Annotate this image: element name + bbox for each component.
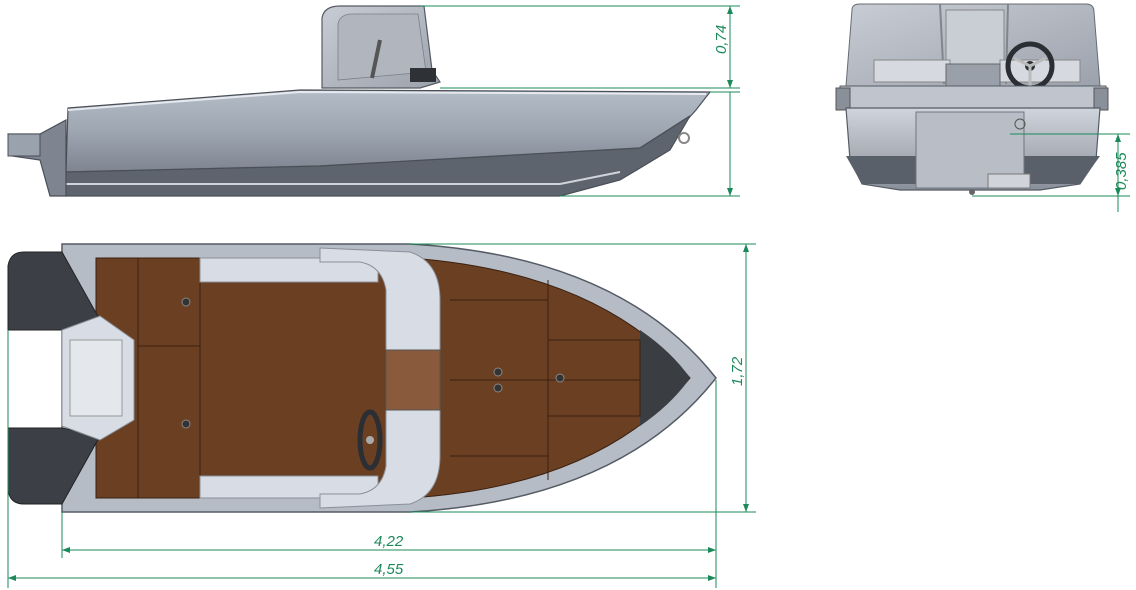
rear-console — [873, 59, 951, 83]
side-console-dark — [410, 68, 436, 82]
dimension-beam: 1,72 — [410, 243, 756, 513]
top-steering-wheel — [357, 409, 383, 471]
side-gunwale — [67, 90, 707, 111]
dimension-windshield-height: 0,74 — [420, 5, 740, 89]
dimension-transom-height: 0,385 — [972, 133, 1130, 212]
top-view — [7, 243, 717, 513]
side-keel-strip — [66, 171, 621, 185]
side-steering-post — [370, 39, 382, 79]
side-view — [7, 5, 712, 197]
dimension-hull-length: 4,22 — [61, 380, 717, 588]
side-transom — [7, 118, 67, 197]
side-transom-bracket — [7, 133, 41, 157]
rear-view — [835, 3, 1109, 195]
dimension-overall-length: 4,55 — [7, 330, 716, 588]
hull-length-label: 4,22 — [374, 533, 404, 550]
beam-label: 1,72 — [729, 356, 746, 386]
side-bow-eye — [678, 132, 690, 144]
windshield-height-label: 0,74 — [713, 25, 730, 54]
transom-height-label: 0,385 — [1113, 152, 1130, 190]
side-hull-bottom — [65, 115, 691, 197]
overall-length-label: 4,55 — [374, 561, 404, 578]
side-windshield-inner — [337, 13, 427, 81]
dimension-side-depth — [560, 91, 740, 197]
